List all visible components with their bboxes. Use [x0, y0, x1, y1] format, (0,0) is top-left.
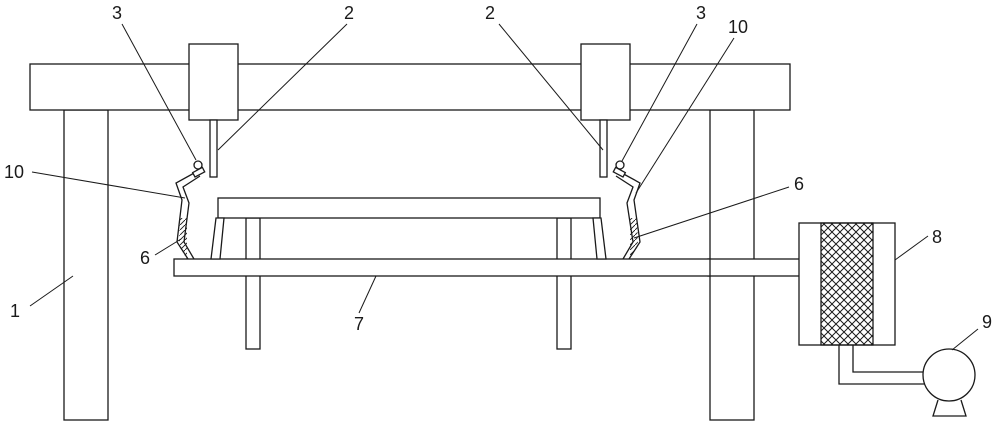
right-motor-box [580, 43, 631, 121]
right-side-plate-hatch [630, 218, 638, 259]
top-beam [29, 63, 791, 111]
label-10-left: 10 [4, 162, 24, 182]
right-nozzle [612, 160, 627, 178]
left-nozzle [191, 160, 206, 178]
left-motor-box [188, 43, 239, 121]
left-inner-wall [210, 217, 225, 260]
label-1: 1 [10, 301, 20, 321]
fan-pipe-outer [838, 345, 926, 385]
right-post [556, 217, 572, 350]
label-2-right: 2 [485, 3, 495, 23]
label-6-right: 6 [794, 174, 804, 194]
left-sensor-rod [209, 119, 218, 178]
fan [922, 348, 976, 417]
left-post [245, 217, 261, 350]
label-3-left: 3 [112, 3, 122, 23]
duct-pipe [707, 258, 801, 277]
label-2-left: 2 [344, 3, 354, 23]
right-deflector-inner [615, 175, 634, 260]
filter-mesh [820, 222, 874, 346]
label-9: 9 [982, 312, 992, 332]
conveyor-plate [173, 258, 711, 277]
right-sensor-rod [599, 119, 608, 178]
left-leg [63, 109, 109, 421]
fan-pipe-inner [852, 345, 926, 373]
label-6-left: 6 [140, 248, 150, 268]
left-side-plate-hatch [179, 218, 187, 259]
label-8: 8 [932, 227, 942, 247]
right-inner-wall [592, 217, 607, 260]
label-10-right: 10 [728, 17, 748, 37]
label-7: 7 [354, 314, 364, 334]
label-3-right: 3 [696, 3, 706, 23]
leader-lines [29, 23, 979, 351]
left-deflector-inner [182, 175, 201, 260]
work-table [217, 197, 601, 219]
